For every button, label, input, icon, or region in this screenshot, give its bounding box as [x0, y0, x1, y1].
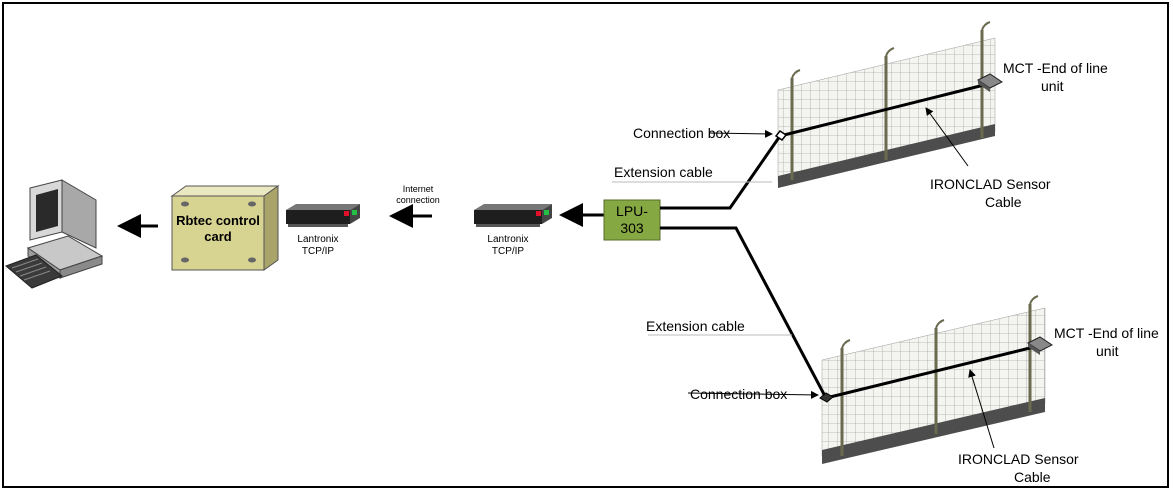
fence-top: [777, 21, 996, 188]
sensor-cable-top: [779, 82, 989, 138]
control-card-box: [170, 185, 280, 271]
connection-box-top-icon: [774, 129, 788, 142]
lantronix-left-label: Lantronix TCP/IP: [297, 234, 339, 257]
mct-unit-bottom-icon: [1027, 336, 1053, 355]
computer-icon: [5, 179, 104, 289]
router-icon: [474, 204, 552, 227]
ironclad-bottom-label-line1: IRONCLAD Sensor: [958, 451, 1079, 467]
mct-top-label-line1: MCT -End of line: [1003, 60, 1108, 76]
ironclad-top-label-line2: Cable: [985, 194, 1022, 210]
control-card-label: Rbtec control card: [176, 213, 260, 244]
extension-cable-bottom: [660, 226, 828, 399]
extension-cable-bottom-label: Extension cable: [646, 318, 745, 334]
mct-top-label-line2: unit: [1041, 78, 1064, 94]
internet-connection-label: Internet connection: [396, 184, 440, 205]
ironclad-top-label-line1: IRONCLAD Sensor: [930, 176, 1051, 192]
mct-bottom-label-line2: unit: [1096, 343, 1119, 359]
lpu-303-label: LPU-303: [616, 203, 648, 236]
router-icon: [286, 204, 360, 227]
mct-bottom-label-line1: MCT -End of line: [1054, 325, 1159, 341]
extension-cable-top: [660, 135, 782, 210]
callout-connection-box-top: [709, 129, 773, 138]
sensor-cable-bottom: [825, 344, 1039, 400]
lantronix-right-label: Lantronix TCP/IP: [487, 234, 529, 257]
extension-cable-top-label: Extension cable: [614, 164, 713, 180]
fence-bottom: [821, 295, 1046, 464]
lpu-303-box: [603, 199, 661, 241]
callout-ironclad-top: [925, 107, 969, 167]
ironclad-bottom-label-line2: Cable: [1014, 469, 1051, 485]
callout-ironclad-bottom: [968, 369, 995, 449]
connection-box-bottom-label: Connection box: [690, 386, 788, 402]
connection-box-top-label: Connection box: [633, 125, 731, 141]
connection-box-bottom-icon: [819, 392, 834, 403]
callout-connection-box-bottom: [687, 390, 819, 399]
mct-unit-top-icon: [977, 73, 1003, 92]
